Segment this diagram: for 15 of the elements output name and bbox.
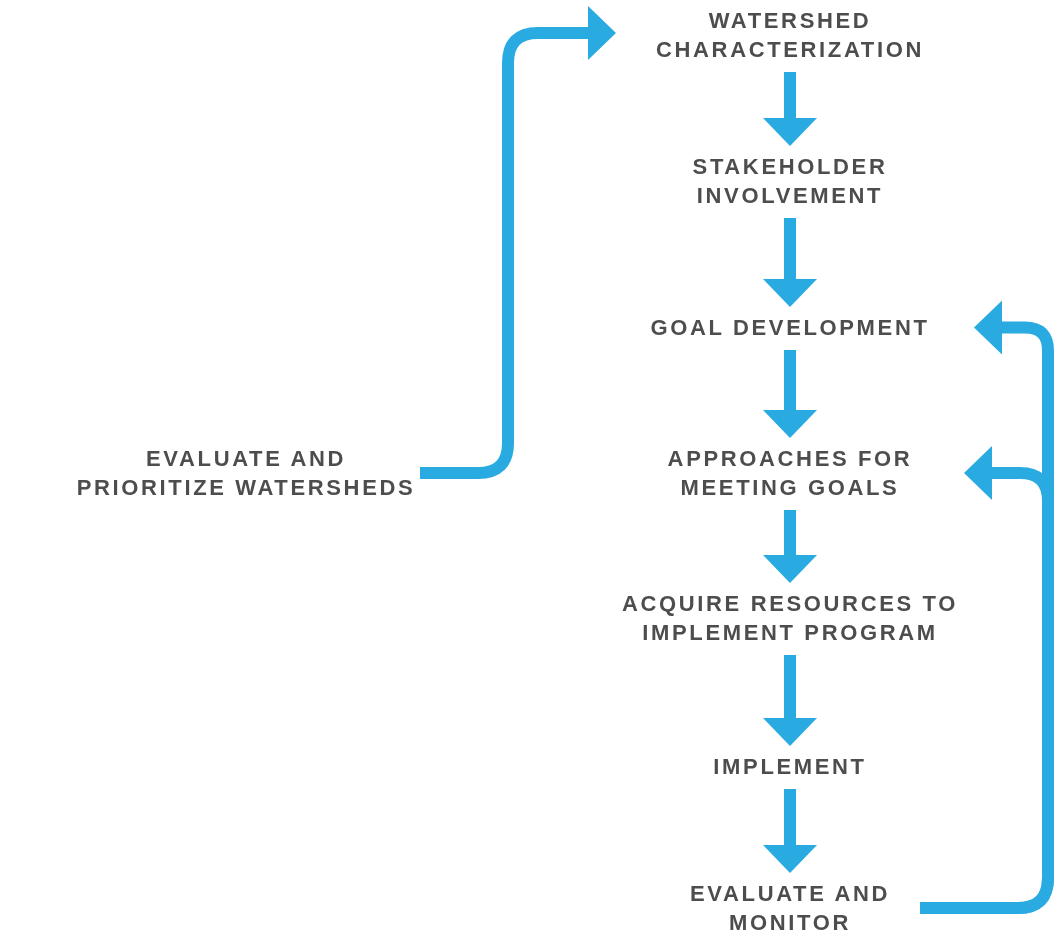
step-label: WATERSHED CHARACTERIZATION <box>655 7 925 64</box>
step-label: EVALUATE AND MONITOR <box>689 880 891 937</box>
arrow <box>763 655 817 746</box>
arrow <box>763 350 817 438</box>
arrow <box>763 789 817 873</box>
step-label: EVALUATE AND PRIORITIZE WATERSHEDS <box>75 445 417 502</box>
arrow <box>763 72 817 146</box>
arrow <box>763 510 817 583</box>
arrow <box>420 6 616 479</box>
step-label: GOAL DEVELOPMENT <box>650 314 930 342</box>
step-label: IMPLEMENT <box>713 753 867 781</box>
step-label: ACQUIRE RESOURCES TO IMPLEMENT PROGRAM <box>621 590 959 647</box>
step-label: APPROACHES FOR MEETING GOALS <box>666 445 914 502</box>
arrow <box>763 218 817 307</box>
step-label: STAKEHOLDER INVOLVEMENT <box>691 153 889 210</box>
